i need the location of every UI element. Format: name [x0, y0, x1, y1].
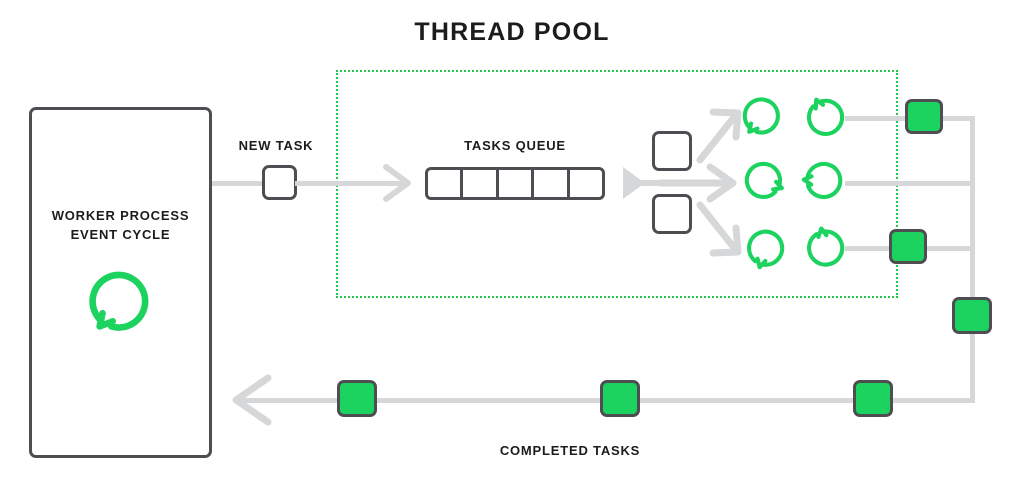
thread-spinner-icon — [740, 95, 786, 141]
rail-right-vertical — [970, 116, 975, 401]
line-newtask-to-queue — [295, 181, 405, 186]
completed-tasks-label: COMPLETED TASKS — [499, 443, 641, 458]
queue-cell[interactable] — [463, 170, 499, 197]
line-row3-to-rail — [926, 246, 975, 251]
worker-process-panel — [29, 107, 212, 458]
thread-spinner-icon — [740, 225, 786, 271]
thread-spinner-icon — [740, 160, 786, 206]
thread-spinner-icon — [800, 95, 846, 141]
tasks-queue[interactable] — [425, 167, 605, 200]
completed-task-row3[interactable] — [889, 229, 927, 264]
line-worker-row2-out — [845, 181, 975, 186]
new-task-box[interactable] — [262, 165, 297, 200]
completed-task-bottom-mid[interactable] — [600, 380, 640, 417]
worker-process-label: WORKER PROCESS EVENT CYCLE — [29, 206, 212, 244]
tasks-queue-label: TASKS QUEUE — [464, 138, 566, 153]
queue-cell[interactable] — [499, 170, 535, 197]
queue-cell[interactable] — [428, 170, 464, 197]
page-title: THREAD POOL — [414, 18, 610, 46]
completed-task-return-vertical[interactable] — [952, 297, 992, 334]
line-row1-to-rail — [926, 116, 975, 121]
dispatch-task-lower[interactable] — [652, 194, 692, 234]
worker-process-label-line2: EVENT CYCLE — [70, 227, 171, 242]
queue-cell[interactable] — [534, 170, 570, 197]
line-worker-to-newtask — [212, 181, 264, 186]
queue-cell[interactable] — [570, 170, 602, 197]
completed-task-row1[interactable] — [905, 99, 943, 134]
line-worker-row1-out — [845, 116, 917, 121]
worker-process-label-line1: WORKER PROCESS — [51, 208, 190, 223]
completed-task-bottom-left[interactable] — [337, 380, 377, 417]
circular-arrow-counterclockwise-icon — [85, 268, 158, 341]
completed-task-bottom-right[interactable] — [853, 380, 893, 417]
thread-spinner-icon — [800, 225, 846, 271]
line-worker-row3-out — [845, 246, 895, 251]
dispatch-task-upper[interactable] — [652, 131, 692, 171]
new-task-label: NEW TASK — [238, 138, 314, 153]
thread-spinner-icon — [800, 160, 846, 206]
